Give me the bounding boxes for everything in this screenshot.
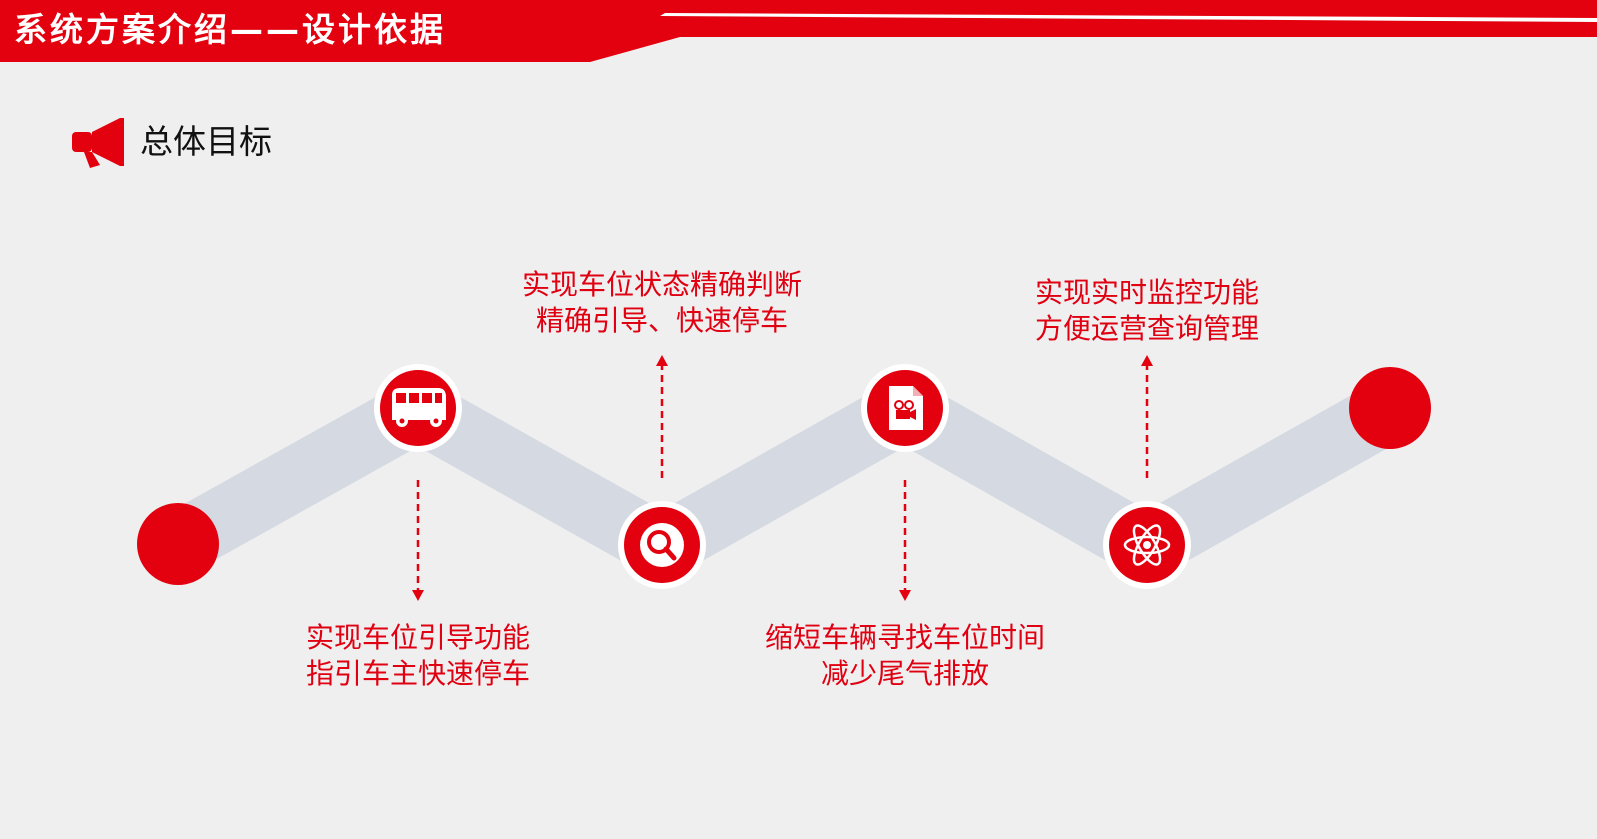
header-stripe <box>660 13 1597 22</box>
megaphone-icon <box>72 118 124 168</box>
timeline-node-bus <box>374 364 462 452</box>
arrow-up-4 <box>1141 355 1153 478</box>
bus-icon <box>392 388 446 427</box>
arrow-down-1 <box>412 480 424 601</box>
timeline-node-end <box>1349 367 1431 449</box>
goal-label-3: 缩短车辆寻找车位时间 减少尾气排放 <box>755 620 1055 692</box>
search-icon <box>640 523 684 567</box>
timeline-node-start <box>137 503 219 585</box>
goal-1-line1: 实现车位引导功能 <box>305 621 530 654</box>
arrow-up-2 <box>656 355 668 478</box>
goal-2-line2: 精确引导、快速停车 <box>535 304 788 337</box>
page-title: 系统方案介绍——设计依据 <box>14 10 446 49</box>
atom-icon <box>1123 524 1171 566</box>
goal-3-line2: 减少尾气排放 <box>820 657 989 690</box>
timeline-node-video-file <box>861 364 949 452</box>
goal-label-4: 实现实时监控功能 方便运营查询管理 <box>1027 275 1267 347</box>
goal-label-1: 实现车位引导功能 指引车主快速停车 <box>298 620 538 692</box>
timeline-node-search <box>618 501 706 589</box>
arrow-down-3 <box>899 480 911 601</box>
goal-label-2: 实现车位状态精确判断 精确引导、快速停车 <box>512 267 812 339</box>
section-title: 总体目标 <box>140 122 272 161</box>
goal-4-line1: 实现实时监控功能 <box>1034 276 1259 309</box>
goal-3-line1: 缩短车辆寻找车位时间 <box>764 621 1045 654</box>
video-file-icon <box>889 386 923 430</box>
goal-2-line1: 实现车位状态精确判断 <box>521 268 802 301</box>
goal-4-line2: 方便运营查询管理 <box>1034 312 1259 345</box>
goal-1-line2: 指引车主快速停车 <box>305 657 530 690</box>
timeline-band <box>162 382 1406 575</box>
timeline-node-atom <box>1103 501 1191 589</box>
header-banner <box>0 0 1597 62</box>
